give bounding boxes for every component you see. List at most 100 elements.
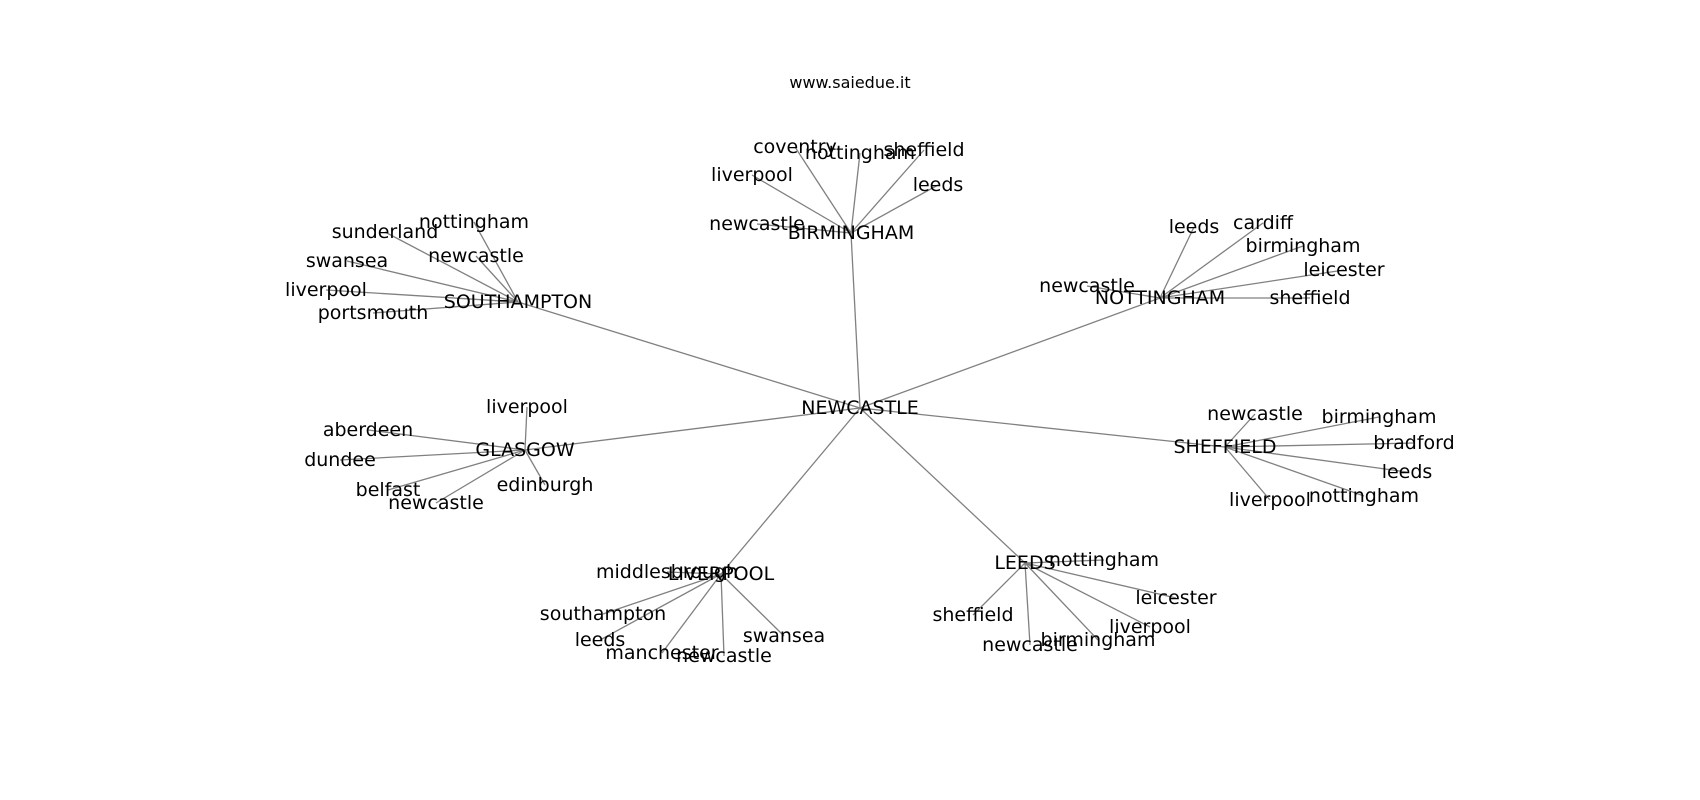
node-leaf-sheffield-bradford: bradford — [1373, 432, 1454, 454]
edge-sheffield-birmingham — [1224, 416, 1380, 448]
node-hub-sheffield: SHEFFIELD — [1173, 436, 1276, 458]
node-leaf-sheffield-leeds: leeds — [1382, 461, 1433, 483]
edge-glasgow-dundee — [339, 449, 526, 461]
node-leaf-liverpool-manchester: manchester — [605, 642, 718, 664]
node-leaf-glasgow-edinburgh: edinburgh — [497, 474, 594, 496]
node-leaf-leeds-sheffield: sheffield — [932, 604, 1013, 626]
edge-leeds-birmingham — [1024, 562, 1099, 641]
edge-southampton-nottingham — [473, 221, 519, 303]
edge-leeds-sheffield — [972, 562, 1026, 616]
edge-root-southampton — [517, 301, 861, 409]
node-leaf-liverpool-swansea: swansea — [743, 625, 825, 647]
node-leaf-nottingham-birmingham: birmingham — [1246, 235, 1361, 257]
edge-liverpool-leeds — [599, 573, 722, 641]
node-leaf-leeds-birmingham: birmingham — [1041, 629, 1156, 651]
node-leaf-glasgow-liverpool: liverpool — [486, 396, 568, 418]
node-leaf-leeds-leicester: leicester — [1135, 587, 1216, 609]
node-leaf-southampton-newcastle: newcastle — [428, 245, 524, 267]
edge-root-sheffield — [859, 407, 1226, 448]
edge-southampton-swansea — [346, 260, 519, 303]
edge-glasgow-newcastle — [435, 449, 526, 504]
node-leaf-glasgow-dundee: dundee — [304, 449, 376, 471]
node-leaf-leeds-liverpool: liverpool — [1109, 616, 1191, 638]
edge-leeds-leicester — [1024, 562, 1177, 599]
node-leaf-leeds-newcastle: newcastle — [982, 634, 1078, 656]
edge-liverpool-middlesbrough — [666, 571, 722, 575]
edge-birmingham-leeds — [850, 184, 939, 234]
edge-root-liverpool — [720, 407, 861, 575]
edge-glasgow-liverpool — [524, 406, 528, 451]
node-leaf-nottingham-leicester: leicester — [1303, 259, 1384, 281]
edge-liverpool-manchester — [661, 573, 722, 654]
node-leaf-sheffield-liverpool: liverpool — [1229, 489, 1311, 511]
edge-sheffield-leeds — [1224, 446, 1408, 473]
node-leaf-glasgow-aberdeen: aberdeen — [323, 419, 413, 441]
edge-root-nottingham — [859, 297, 1161, 409]
node-leaf-sheffield-nottingham: nottingham — [1309, 485, 1419, 507]
node-leaf-nottingham-newcastle: newcastle — [1039, 275, 1135, 297]
edge-birmingham-nottingham — [850, 152, 861, 234]
node-leaf-southampton-swansea: swansea — [306, 250, 388, 272]
edge-nottingham-cardiff — [1159, 222, 1264, 299]
node-hub-liverpool: LIVERPOOL — [668, 563, 775, 585]
edge-southampton-portsmouth — [372, 301, 519, 314]
edge-birmingham-newcastle — [756, 223, 852, 234]
node-hub-southampton: SOUTHAMPTON — [444, 291, 592, 313]
node-leaf-liverpool-middlesbrough: middlesbrough — [596, 561, 738, 583]
edge-leeds-liverpool — [1024, 562, 1151, 628]
node-leaf-birmingham-sheffield: sheffield — [883, 139, 964, 161]
edge-sheffield-newcastle — [1224, 413, 1256, 448]
edge-root-birmingham — [850, 232, 861, 409]
edge-sheffield-nottingham — [1224, 446, 1365, 497]
edge-root-leeds — [859, 407, 1026, 564]
diagram-title: www.saiedue.it — [789, 73, 910, 92]
edge-nottingham-birmingham — [1159, 245, 1304, 299]
edge-nottingham-newcastle — [1086, 285, 1161, 299]
edge-nottingham-leeds — [1159, 226, 1195, 299]
node-leaf-birmingham-coventry: coventry — [753, 136, 837, 158]
node-hub-birmingham: BIRMINGHAM — [788, 222, 914, 244]
edge-glasgow-aberdeen — [367, 429, 526, 451]
node-hub-nottingham: NOTTINGHAM — [1095, 287, 1225, 309]
node-leaf-nottingham-leeds: leeds — [1169, 216, 1220, 238]
node-leaf-liverpool-leeds: leeds — [575, 629, 626, 651]
node-leaf-liverpool-southampton: southampton — [540, 603, 666, 625]
node-hub-glasgow: GLASGOW — [475, 439, 574, 461]
edge-liverpool-southampton — [602, 573, 722, 615]
node-leaf-liverpool-newcastle: newcastle — [676, 645, 772, 667]
edge-leeds-nottingham — [1024, 559, 1105, 564]
node-leaf-sheffield-newcastle: newcastle — [1207, 403, 1303, 425]
edge-leeds-newcastle — [1024, 562, 1031, 646]
edge-birmingham-liverpool — [751, 174, 852, 234]
edge-southampton-liverpool — [325, 289, 519, 303]
edge-root-glasgow — [524, 407, 861, 451]
edge-liverpool-newcastle — [720, 573, 725, 657]
edge-southampton-sunderland — [384, 231, 519, 303]
node-leaf-leeds-nottingham: nottingham — [1049, 549, 1159, 571]
label-layer: NEWCASTLEBIRMINGHAMcoventrynottinghamshe… — [285, 136, 1455, 667]
edge-birmingham-sheffield — [850, 149, 925, 234]
node-leaf-sheffield-birmingham: birmingham — [1322, 406, 1437, 428]
node-leaf-glasgow-newcastle: newcastle — [388, 492, 484, 514]
node-leaf-nottingham-cardiff: cardiff — [1233, 212, 1294, 234]
node-leaf-southampton-portsmouth: portsmouth — [318, 302, 429, 324]
edge-sheffield-liverpool — [1224, 446, 1271, 501]
edge-liverpool-swansea — [720, 573, 785, 637]
edge-birmingham-coventry — [794, 146, 852, 234]
node-leaf-southampton-sunderland: sunderland — [332, 221, 439, 243]
node-leaf-birmingham-leeds: leeds — [913, 174, 964, 196]
edge-glasgow-edinburgh — [524, 449, 546, 486]
edge-layer — [325, 146, 1415, 657]
node-leaf-glasgow-belfast: belfast — [356, 479, 421, 501]
node-root-newcastle: NEWCASTLE — [801, 397, 919, 419]
edge-sheffield-bradford — [1224, 442, 1415, 448]
node-leaf-southampton-liverpool: liverpool — [285, 279, 367, 301]
node-leaf-birmingham-nottingham: nottingham — [805, 142, 915, 164]
edge-nottingham-leicester — [1159, 269, 1345, 299]
node-leaf-southampton-nottingham: nottingham — [419, 211, 529, 233]
node-leaf-nottingham-sheffield: sheffield — [1269, 287, 1350, 309]
node-leaf-birmingham-newcastle: newcastle — [709, 213, 805, 235]
edge-southampton-newcastle — [475, 255, 519, 303]
node-hub-leeds: LEEDS — [994, 552, 1055, 574]
